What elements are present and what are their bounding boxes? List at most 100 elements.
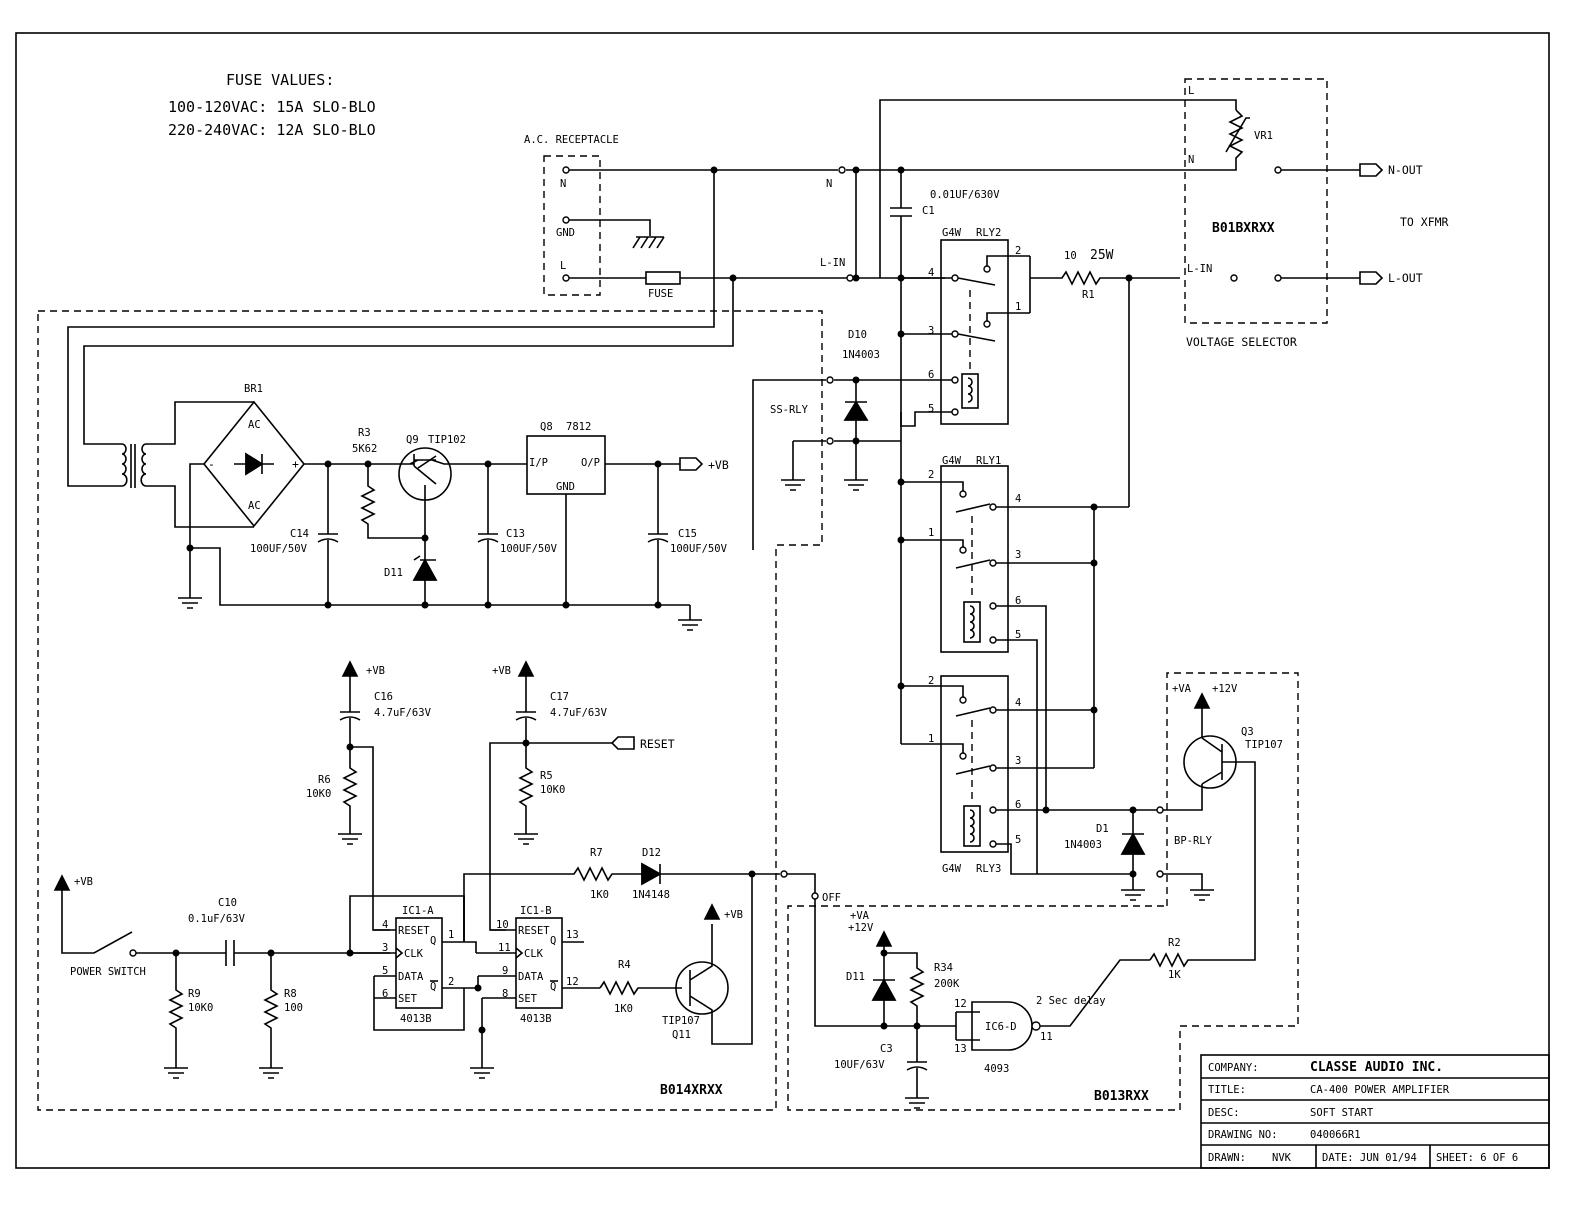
- svg-text:10: 10: [496, 919, 509, 931]
- rly2-type: G4W: [942, 227, 962, 239]
- bp-rly-label: BP-RLY: [1174, 835, 1213, 847]
- receptacle-n-label: N: [560, 178, 566, 190]
- svg-text:1: 1: [928, 527, 934, 539]
- svg-text:4: 4: [1015, 493, 1021, 505]
- varistor-vr1-icon: [1190, 109, 1244, 171]
- r3-value: 5K62: [352, 443, 377, 455]
- fuse-icon: [645, 271, 681, 285]
- capacitor-c16-r6: +VB C16 4.7uF/63V R6 10K0: [306, 660, 432, 931]
- r7-label: R7: [590, 847, 603, 859]
- ic1b-label: IC1-B: [520, 905, 552, 917]
- vr1-label: VR1: [1254, 130, 1273, 142]
- node-n-label: N: [826, 178, 832, 190]
- capacitor-c15: C15 100UF/50V: [647, 460, 728, 609]
- b014-board-outline: [37, 310, 823, 1111]
- ground-icon: [178, 597, 202, 609]
- r9-value: 10K0: [188, 1002, 213, 1014]
- supply-arrow-icon: [1193, 692, 1211, 709]
- supply-arrow-icon: [703, 903, 721, 920]
- c3-label: C3: [880, 1043, 893, 1055]
- svg-text:6: 6: [928, 369, 934, 381]
- l-out-connector-icon: [1359, 271, 1384, 285]
- fuse-label: FUSE: [648, 288, 673, 300]
- q11-value: TIP107: [662, 1015, 700, 1027]
- b013-delay-circuit: +VA +12V D11 R34 200K C3 10UF/63V 12 13 …: [834, 910, 1192, 1109]
- br1-ac-top: AC: [248, 419, 261, 431]
- ic1b-q-pin: Q: [550, 935, 556, 947]
- c15-label: C15: [678, 528, 697, 540]
- q11-label: Q11: [672, 1029, 691, 1041]
- rly2-label: RLY2: [976, 227, 1001, 239]
- q3-12v-label: +12V: [1212, 683, 1238, 695]
- q11-vb-label: +VB: [724, 909, 743, 921]
- chassis-ground-icon: [632, 236, 665, 249]
- n-out-connector-icon: [1359, 163, 1384, 177]
- r5-value: 10K0: [540, 784, 565, 796]
- d11a-label: D11: [384, 567, 403, 579]
- rly2-coil-icon: [961, 373, 979, 409]
- ground-icon: [338, 833, 362, 845]
- ic1b-type: 4013B: [520, 1013, 552, 1025]
- rly1-coil-icon: [963, 601, 981, 643]
- svg-text:6: 6: [1015, 799, 1021, 811]
- d1-value: 1N4003: [1064, 839, 1102, 851]
- c3-value: 10UF/63V: [834, 1059, 885, 1071]
- receptacle-l-label: L: [560, 260, 566, 272]
- br1-minus: -: [208, 457, 215, 471]
- ground-icon: [164, 1067, 188, 1079]
- vs-n-label: N: [1188, 154, 1194, 166]
- ic1b-reset-pin: RESET: [518, 925, 550, 937]
- drawn-value: NVK: [1272, 1152, 1292, 1164]
- relay-rly2: G4W RLY2 4 3 6 5 2 1: [897, 227, 1031, 427]
- c1-value: 0.01UF/630V: [930, 189, 1000, 201]
- b013-va-label: +VA: [850, 910, 870, 922]
- ic6d-type: 4093: [984, 1063, 1009, 1075]
- ground-icon: [905, 1097, 929, 1109]
- c14-label: C14: [290, 528, 309, 540]
- drawing-no-value: 040066R1: [1310, 1129, 1361, 1141]
- svg-text:12: 12: [566, 976, 579, 988]
- fuse-values-heading: FUSE VALUES:: [226, 71, 334, 89]
- ic1b-set-pin: SET: [518, 993, 538, 1005]
- resistor-r1: 10 25W R1: [1030, 248, 1180, 301]
- off-label: OFF: [822, 892, 841, 904]
- ac-receptacle: A.C. RECEPTACLE N GND L FUSE: [524, 134, 681, 300]
- transistor-q9: Q9 TIP102: [398, 434, 488, 542]
- svg-text:5: 5: [1015, 834, 1021, 846]
- ic1a-type: 4013B: [400, 1013, 432, 1025]
- voltage-selector: L N VR1 B01BXRXX VOLTAGE SELECTOR R1 L-I…: [1184, 78, 1449, 349]
- r8-label: R8: [284, 988, 297, 1000]
- ground-icon: [1121, 889, 1145, 901]
- c13-value: 100UF/50V: [500, 543, 558, 555]
- drawing-no-label: DRAWING NO:: [1208, 1129, 1278, 1141]
- svg-text:3: 3: [928, 325, 934, 337]
- receptacle-gnd-label: GND: [556, 227, 575, 239]
- svg-text:4: 4: [1015, 697, 1021, 709]
- node-l-in-label: L-IN: [820, 257, 845, 269]
- rly3-label: RLY3: [976, 863, 1001, 875]
- c10-label: C10: [218, 897, 237, 909]
- desc-label: DESC:: [1208, 1107, 1240, 1119]
- c13-label: C13: [506, 528, 525, 540]
- ss-rly-label: SS-RLY: [770, 404, 809, 416]
- svg-text:2: 2: [928, 469, 934, 481]
- q8-label: Q8: [540, 421, 553, 433]
- svg-text:1: 1: [1015, 301, 1021, 313]
- vb-out-label: +VB: [708, 458, 729, 472]
- q8-ip: I/P: [529, 457, 548, 469]
- r6-value: 10K0: [306, 788, 331, 800]
- d10-value: 1N4003: [842, 349, 880, 361]
- capacitor-c1: 0.01UF/630V C1: [890, 170, 1000, 600]
- vb-connector-icon: [679, 457, 704, 471]
- to-xfmr-label: TO XFMR: [1400, 215, 1449, 229]
- b014-label: B014XRXX: [660, 1083, 723, 1098]
- ic1a-data-pin: DATA: [398, 971, 424, 983]
- date-value: DATE: JUN 01/94: [1322, 1152, 1417, 1164]
- c17-label: C17: [550, 691, 569, 703]
- svg-text:8: 8: [502, 988, 508, 1000]
- capacitor-c14: C14 100UF/50V: [250, 460, 339, 609]
- r4-value: 1K0: [614, 1003, 633, 1015]
- ac-receptacle-label: A.C. RECEPTACLE: [524, 134, 619, 146]
- b013-label: B013RXX: [1094, 1089, 1149, 1104]
